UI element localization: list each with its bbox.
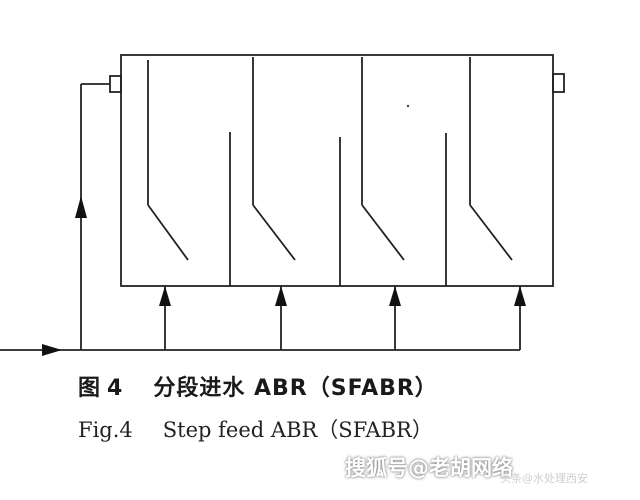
deflector-3 bbox=[361, 204, 405, 261]
reactor-tank bbox=[120, 54, 554, 287]
bypass-up-arrow bbox=[75, 196, 87, 218]
step-feed-arrow-3 bbox=[389, 286, 401, 306]
caption-en-text: Step feed ABR（SFABR） bbox=[162, 418, 433, 442]
tank-speck bbox=[406, 104, 410, 108]
caption-cn-text: 分段进水 ABR（SFABR） bbox=[153, 376, 438, 401]
step-feed-arrow-1 bbox=[159, 286, 171, 306]
deflector-1 bbox=[147, 204, 189, 261]
step-feed-arrow-2 bbox=[275, 286, 287, 306]
caption-en-number: Fig.4 bbox=[78, 418, 133, 442]
watermark: 搜狐号@老胡网络 bbox=[345, 456, 513, 480]
abr-diagram bbox=[0, 54, 565, 356]
outlet-box bbox=[552, 73, 565, 93]
inlet-box bbox=[109, 75, 122, 93]
deflector-4 bbox=[469, 204, 513, 261]
figure-caption-english: Fig.4 Step feed ABR（SFABR） bbox=[78, 414, 433, 444]
deflector-2 bbox=[252, 204, 296, 261]
watermark-sub: 头条@水处理西安 bbox=[500, 472, 588, 485]
caption-cn-prefix: 图 bbox=[78, 376, 102, 401]
step-feed-arrow-4 bbox=[514, 286, 526, 306]
inflow-arrow bbox=[42, 344, 62, 356]
caption-cn-number: 4 bbox=[107, 376, 124, 401]
